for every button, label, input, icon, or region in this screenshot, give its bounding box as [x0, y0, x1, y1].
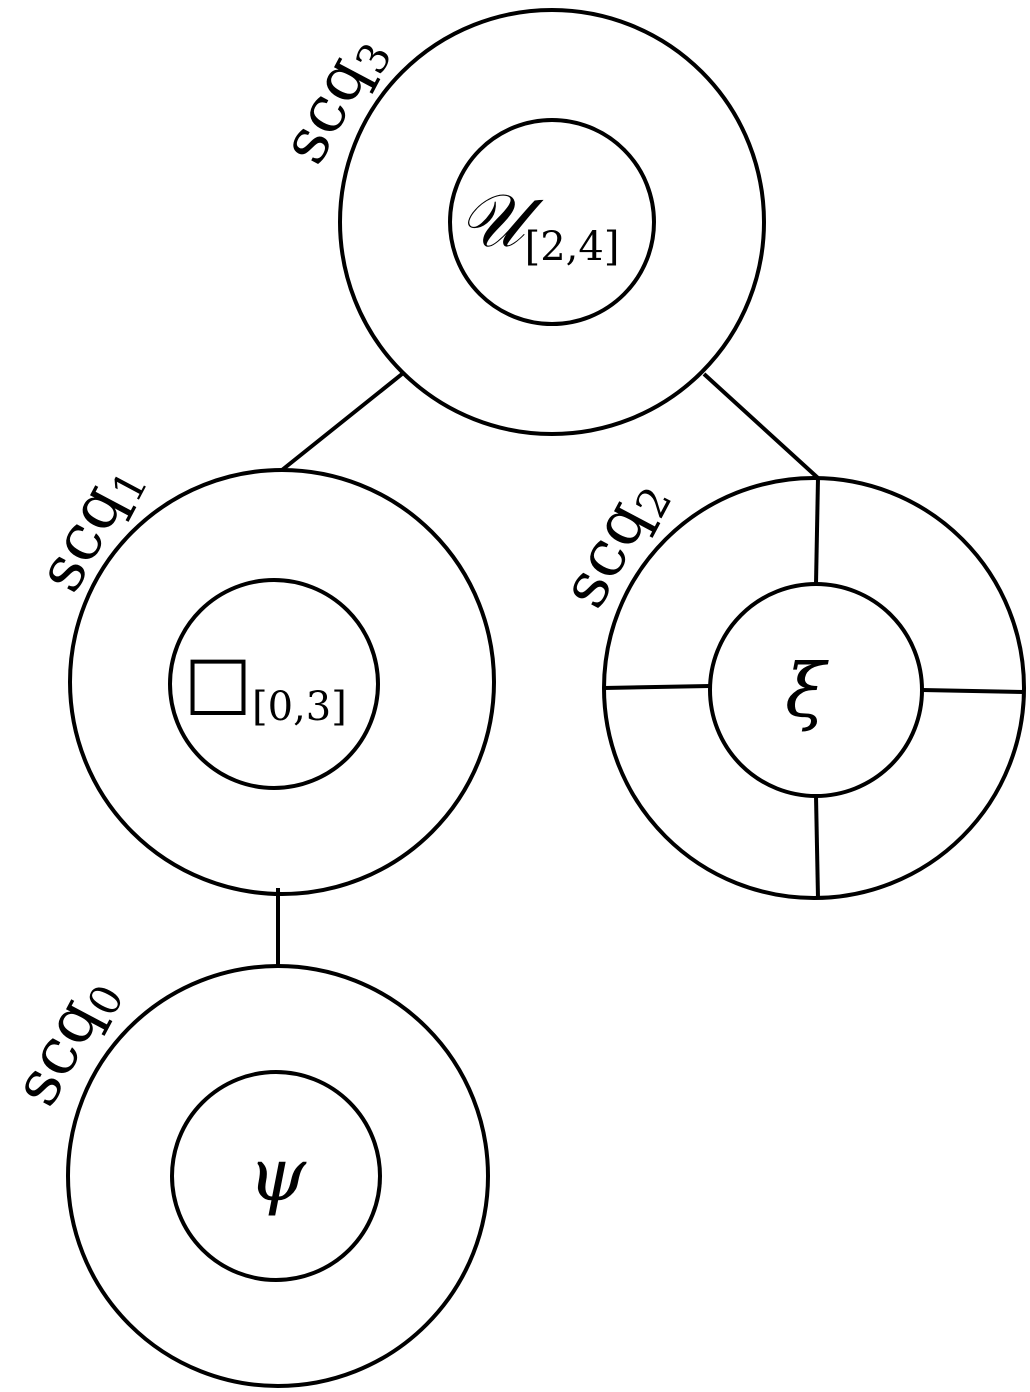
node-scq0: ψ scq0: [0, 962, 490, 1388]
edge-scq3-scq1: [280, 372, 404, 472]
node-scq2: ξ scq2: [547, 476, 1026, 900]
divider-bottom: [814, 795, 820, 899]
node-symbol: 𝒰[2,4]: [458, 178, 619, 270]
divider-left: [603, 684, 711, 690]
outer-ring: [338, 8, 766, 436]
node-symbol: □[0,3]: [184, 639, 347, 730]
node-symbol: ξ: [785, 648, 829, 734]
node-label: scq0: [0, 962, 133, 1120]
inner-ring: [170, 1070, 382, 1282]
node-scq1: □[0,3] scq1: [23, 463, 496, 896]
outer-ring: [66, 964, 490, 1388]
edge-scq3-scq2: [702, 372, 820, 480]
divider-top: [814, 477, 820, 585]
inner-ring: [448, 118, 656, 326]
node-symbol: ψ: [248, 1132, 307, 1218]
divider-right: [921, 688, 1025, 694]
inner-ring: [168, 578, 380, 790]
outer-ring: [68, 468, 496, 896]
node-scq3: 𝒰[2,4] scq3: [267, 8, 766, 436]
